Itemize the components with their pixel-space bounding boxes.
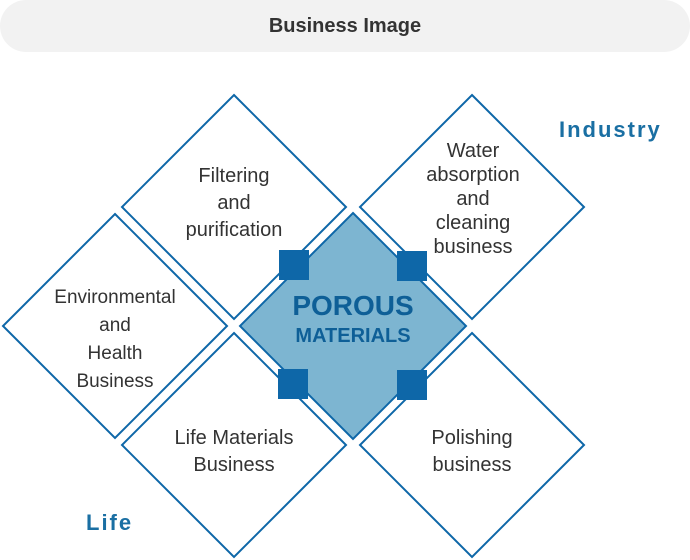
center-label-line2: MATERIALS xyxy=(295,325,411,347)
center-label-line1: POROUS xyxy=(292,290,414,321)
center-label: POROUS MATERIALS xyxy=(240,290,466,350)
label-life-materials: Life Materials Business xyxy=(174,427,294,476)
connector-square-bottom-right xyxy=(397,370,427,400)
axis-label-life: Life xyxy=(86,510,134,535)
connector-square-top-left xyxy=(279,250,309,280)
axis-label-industry: Industry xyxy=(559,117,662,142)
page-title: Business Image xyxy=(268,14,422,37)
label-environmental: Environmental and Health Business xyxy=(54,287,176,392)
label-water: Water absorption and cleaning business xyxy=(426,140,520,258)
header-bar: Business Image xyxy=(0,0,690,52)
label-filtering: Filtering and purification xyxy=(185,165,283,241)
label-polishing: Polishing business xyxy=(431,427,513,476)
connector-square-bottom-left xyxy=(278,369,308,399)
diamond-environmental xyxy=(1,212,229,440)
connector-square-top-right xyxy=(397,251,427,281)
